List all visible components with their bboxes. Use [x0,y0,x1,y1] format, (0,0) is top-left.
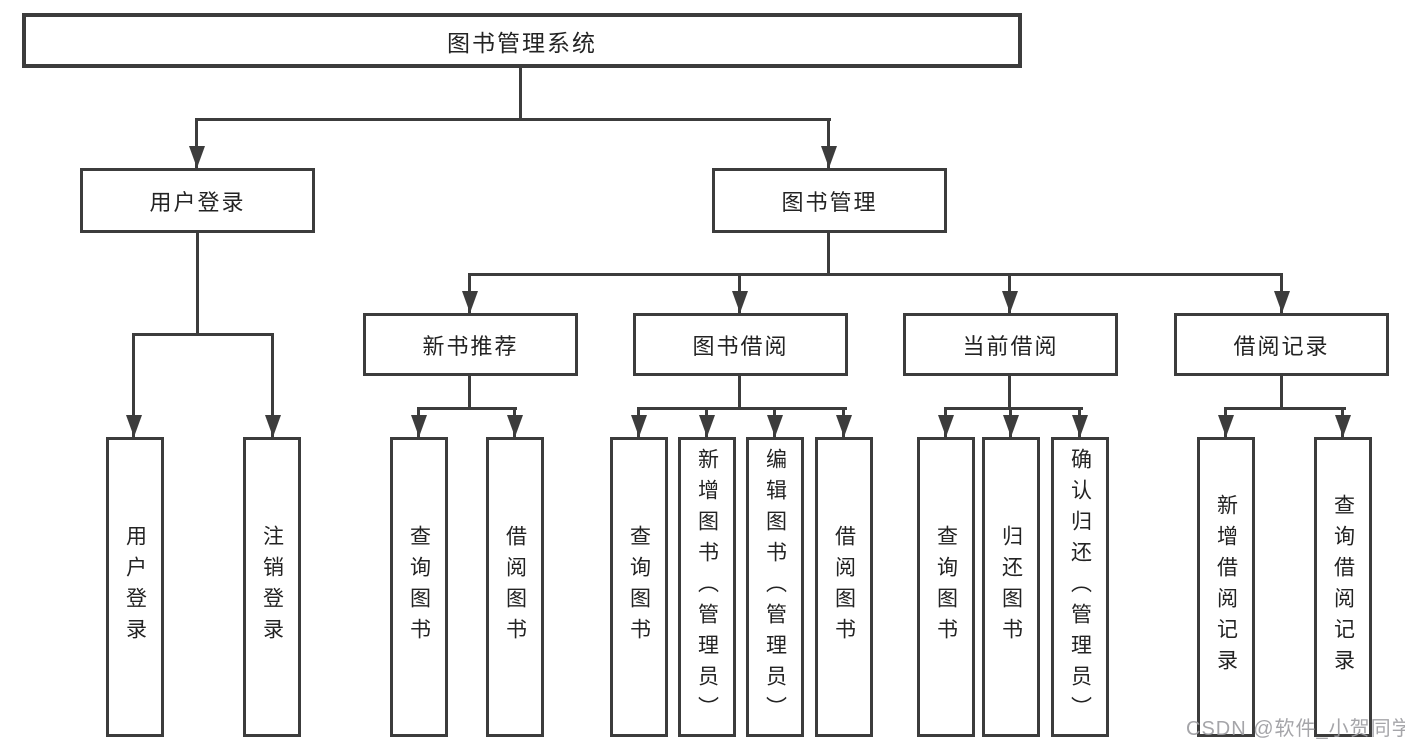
connector-line [468,376,471,410]
arrowhead [1072,415,1088,437]
arrowhead [1002,291,1018,313]
arrowhead [1003,415,1019,437]
connector-line [519,66,522,120]
leaf-confirm-return-admin: 确认归还（管理员） [1051,437,1109,737]
arrowhead [1335,415,1351,437]
connector-line [738,376,741,410]
connector-line [417,407,517,410]
connector-line [1224,407,1346,410]
connector-line [1008,376,1011,410]
connector-line [1280,376,1283,410]
connector-line [132,333,135,437]
leaf-borrow-books-recommend: 借阅图书 [486,437,544,737]
leaf-query-books-borrow: 查询图书 [610,437,668,737]
leaf-user-login: 用户登录 [106,437,164,737]
connector-line [827,118,830,168]
connector-line [637,407,847,410]
csdn-watermark: CSDN @软件_小贺同学 [1186,718,1405,740]
connector-line [196,233,199,336]
arrowhead [507,415,523,437]
leaf-query-borrow-record: 查询借阅记录 [1314,437,1372,737]
connector-line [827,233,830,276]
arrowhead [836,415,852,437]
arrowhead [699,415,715,437]
arrowhead [821,146,837,168]
connector-line [944,407,1083,410]
leaf-borrow-books: 借阅图书 [815,437,873,737]
arrowhead [767,415,783,437]
node-root-system: 图书管理系统 [22,13,1022,68]
node-borrow-records: 借阅记录 [1174,313,1389,376]
connector-line [195,118,831,121]
connector-line [195,118,198,168]
arrowhead [265,415,281,437]
arrowhead [189,146,205,168]
node-book-management: 图书管理 [712,168,947,233]
node-current-borrow: 当前借阅 [903,313,1118,376]
leaf-add-books-admin: 新增图书（管理员） [678,437,736,737]
node-book-borrow: 图书借阅 [633,313,848,376]
arrowhead [1274,291,1290,313]
leaf-return-books: 归还图书 [982,437,1040,737]
arrowhead [631,415,647,437]
leaf-query-books-recommend: 查询图书 [390,437,448,737]
arrowhead [462,291,478,313]
connector-line [271,333,274,437]
leaf-query-books-current: 查询图书 [917,437,975,737]
leaf-logout: 注销登录 [243,437,301,737]
node-user-login: 用户登录 [80,168,315,233]
arrowhead [411,415,427,437]
node-new-book-recommend: 新书推荐 [363,313,578,376]
arrowhead [732,291,748,313]
leaf-edit-books-admin: 编辑图书（管理员） [746,437,804,737]
connector-line [468,273,1283,276]
arrowhead [1218,415,1234,437]
leaf-add-borrow-record: 新增借阅记录 [1197,437,1255,737]
connector-line [132,333,274,336]
arrowhead [126,415,142,437]
arrowhead [938,415,954,437]
